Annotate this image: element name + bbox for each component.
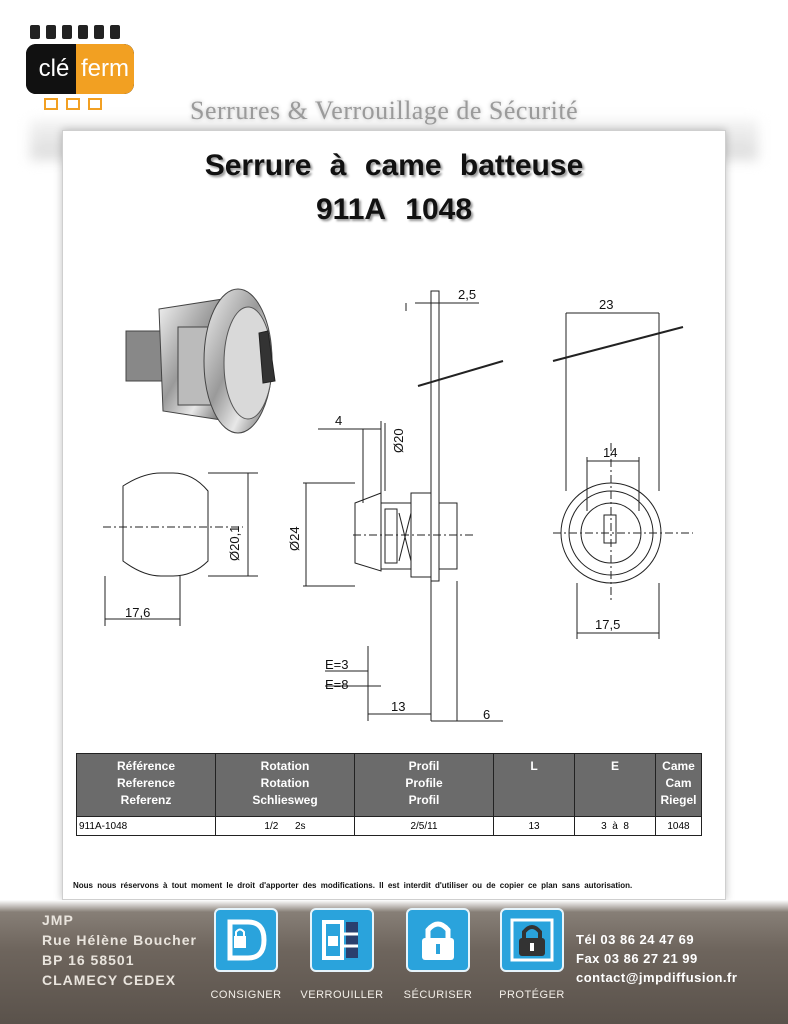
contact-info: Tél 03 86 24 47 69 Fax 03 86 27 21 99 co… <box>576 930 737 987</box>
logo-mark: clé ferm <box>26 44 134 94</box>
consign-lock-icon <box>227 919 267 961</box>
cell-reference: 911A-1048 <box>76 816 216 836</box>
logo-tool-icons <box>26 22 138 42</box>
dim-17-6: 17,6 <box>125 605 150 620</box>
tagline: Serrures & Verrouillage de Sécurité <box>190 96 579 125</box>
footer: JMP Rue Hélène Boucher BP 16 58501 CLAME… <box>0 900 788 1024</box>
securiser-label: SÉCURISER <box>403 989 473 1001</box>
dim-4: 4 <box>335 413 342 428</box>
bolt-lock-icon <box>322 920 358 960</box>
dim-d24: Ø24 <box>287 526 302 551</box>
cell-l: 13 <box>493 816 575 836</box>
phone-number: Tél 03 86 24 47 69 <box>576 932 695 947</box>
cell-profil: 2/5/11 <box>354 816 494 836</box>
fax-number: Fax 03 86 27 21 99 <box>576 951 698 966</box>
table-row: 911A-1048 1/2 2s 2/5/11 13 3 à 8 1048 <box>76 816 702 836</box>
logo-building-icons <box>26 94 138 114</box>
side-view <box>303 290 504 722</box>
front-view-d <box>103 472 258 626</box>
disclaimer-note: Nous nous réservons à tout moment le dro… <box>73 881 633 890</box>
dim-23: 23 <box>599 297 613 312</box>
dim-13: 13 <box>391 699 405 714</box>
cell-rotation: 1/2 2s <box>215 816 355 836</box>
technical-sheet: Serrure à came batteuse 911A 1048 <box>62 130 726 900</box>
rear-view-round <box>552 312 693 639</box>
verrouiller-button[interactable] <box>310 908 374 972</box>
verrouiller-label: VERROUILLER <box>300 989 384 1001</box>
company-address: JMP Rue Hélène Boucher BP 16 58501 CLAME… <box>42 912 197 988</box>
dim-d20-1: Ø20,1 <box>227 526 242 561</box>
dim-6: 6 <box>483 707 490 722</box>
dim-14: 14 <box>603 445 617 460</box>
dim-2-5: 2,5 <box>458 287 476 302</box>
logo-text-ferm: ferm <box>76 44 134 94</box>
consigner-label: CONSIGNER <box>210 989 282 1001</box>
col-l: L <box>493 753 575 817</box>
shield-lock-icon <box>510 918 554 962</box>
lock-photo <box>125 288 276 434</box>
proteger-button[interactable] <box>500 908 564 972</box>
logo-text-cle: clé <box>26 44 82 94</box>
consigner-button[interactable] <box>214 908 278 972</box>
dim-e3: E=3 <box>325 657 349 672</box>
product-reference: 911A 1048 <box>315 193 473 226</box>
dim-d20: Ø20 <box>391 428 406 453</box>
dim-e8: E=8 <box>325 677 349 692</box>
cleferm-logo[interactable]: clé ferm <box>26 22 138 114</box>
email-link[interactable]: contact@jmpdiffusion.fr <box>576 970 738 985</box>
cell-e: 3 à 8 <box>574 816 656 836</box>
product-title: Serrure à came batteuse <box>204 149 584 182</box>
col-e: E <box>574 753 656 817</box>
technical-drawing: Ø20,1 17,6 <box>103 287 693 722</box>
padlock-icon <box>422 921 454 960</box>
dim-17-5: 17,5 <box>595 617 620 632</box>
cell-came: 1048 <box>655 816 702 836</box>
securiser-button[interactable] <box>406 908 470 972</box>
proteger-label: PROTÉGER <box>499 989 565 1001</box>
